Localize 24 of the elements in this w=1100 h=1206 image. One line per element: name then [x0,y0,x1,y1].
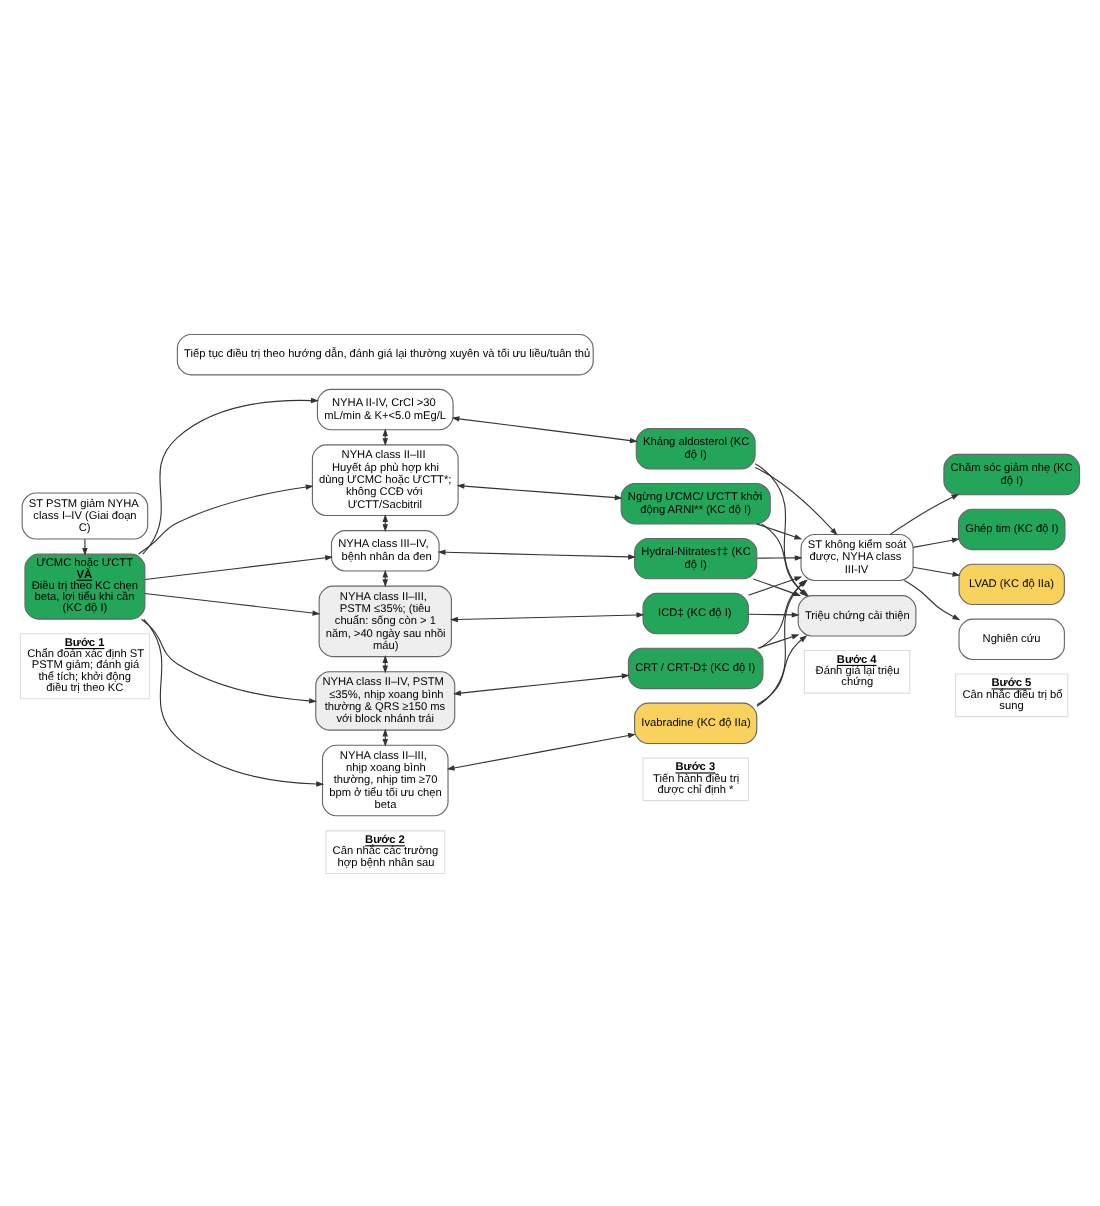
arrow [912,536,960,547]
arrow [143,617,325,786]
arrow [889,493,960,534]
arrow [755,522,803,539]
arrow [756,554,803,560]
arrow [144,554,334,580]
arrow [144,591,321,615]
arrow [757,633,800,648]
arrow [141,617,318,703]
arrow [456,482,623,500]
arrow [446,731,636,770]
arrow [82,537,88,555]
arrow [756,634,808,705]
arrow [382,727,388,746]
arrow [437,548,637,559]
arrow [903,579,961,620]
arrow [912,565,961,576]
arrow [453,672,630,695]
arrow [142,396,319,554]
arrow [138,483,314,554]
arrow [754,466,838,535]
arrow [747,611,800,617]
arrow [451,415,638,443]
arrow [450,611,645,622]
